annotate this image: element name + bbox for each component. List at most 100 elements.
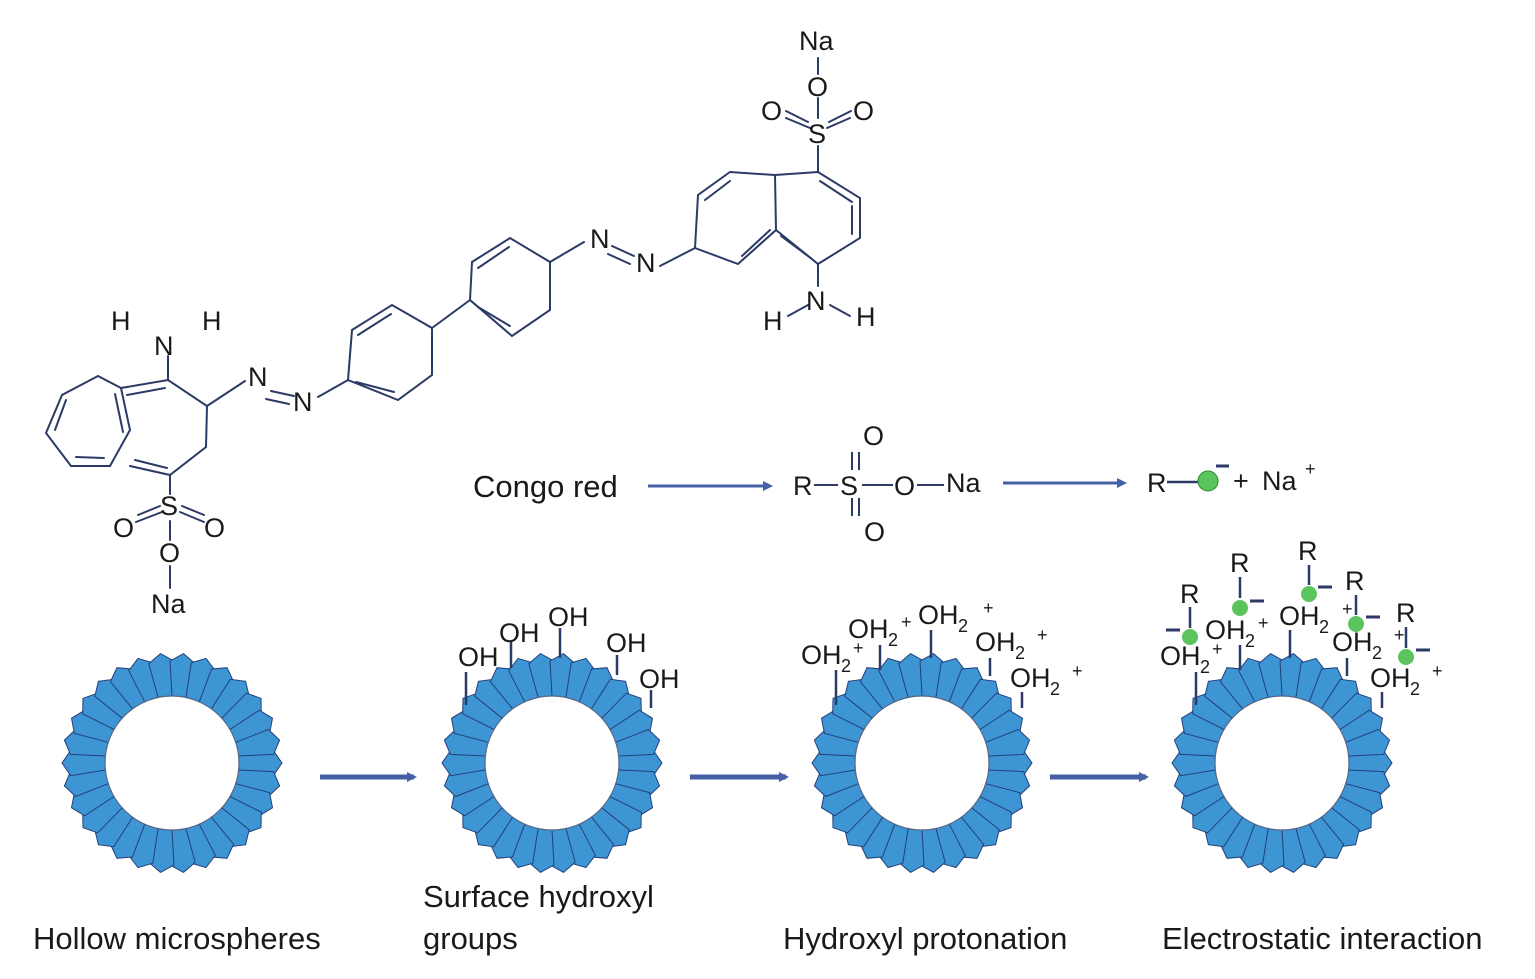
middle-ring-1-double-bonds	[355, 313, 395, 393]
left-benzene-ring	[44, 374, 132, 467]
middle-ring-2-double-bonds	[477, 246, 511, 327]
surface-hydroxyl-groups: OH OH OH OH OH	[458, 602, 680, 708]
oh2-charge: +	[1432, 661, 1443, 681]
oh2-label: OH	[1160, 641, 1201, 671]
r-group: R	[793, 471, 813, 501]
microsphere-1	[61, 652, 283, 874]
oh2-subscript: 2	[1245, 631, 1255, 651]
oh2-plus-group: OH 2 +	[801, 638, 864, 676]
r-group: R	[1180, 579, 1200, 609]
middle-ring-2	[468, 236, 551, 338]
atom-o: O	[853, 96, 874, 126]
oh2-charge: +	[853, 638, 864, 658]
oh2-plus-group: OH 2 +	[848, 612, 912, 650]
oh2-subscript: 2	[1015, 643, 1025, 663]
left-dihydro-double-bonds	[126, 387, 168, 469]
oh2-charge: +	[1072, 661, 1083, 681]
bound-dye-anion: R	[1345, 566, 1380, 632]
hydroxyl-group: OH	[458, 642, 499, 672]
bound-dye-anion: R	[1166, 579, 1200, 645]
oh2-charge: +	[1212, 639, 1223, 659]
atom-h: H	[111, 306, 131, 336]
oh2-subscript: 2	[1319, 617, 1329, 637]
stage-label-electrostatic-interaction: Electrostatic interaction	[1162, 921, 1482, 956]
anion-dot	[1398, 649, 1414, 665]
electrostatic-interaction-groups: OH 2 + OH 2 + OH 2 + OH 2 + OH 2 + R	[1160, 536, 1443, 708]
stage-label-hollow-microspheres: Hollow microspheres	[33, 921, 321, 956]
atom-s: S	[840, 471, 858, 501]
anion-dot	[1348, 616, 1364, 632]
oh2-label: OH	[1205, 615, 1246, 645]
r-group: R	[1230, 548, 1250, 578]
bound-dye-anion: R	[1396, 598, 1430, 665]
anion-dot	[1301, 586, 1317, 602]
atom-n: N	[636, 248, 656, 278]
oh2-label: OH	[801, 640, 842, 670]
oh2-charge: +	[1258, 613, 1269, 633]
hydroxyl-group: OH	[639, 664, 680, 694]
stage-label-surface-hydroxyl: Surface hydroxyl	[423, 879, 654, 914]
sulfonate-anion-dot	[1197, 470, 1219, 492]
microsphere-4	[1171, 652, 1393, 874]
oh2-plus-group: OH 2 +	[1370, 661, 1443, 699]
bound-dye-anion: R	[1298, 536, 1332, 602]
oh2-plus-group: OH 2 +	[918, 598, 994, 636]
microsphere-2	[441, 652, 663, 874]
middle-ring-1	[346, 303, 433, 402]
hollow-core	[484, 695, 620, 831]
right-naphthalene-left-ring-bonds	[704, 180, 771, 257]
atom-na: Na	[799, 26, 834, 56]
hollow-core	[1214, 695, 1350, 831]
oh2-subscript: 2	[1372, 643, 1382, 663]
atom-o: O	[761, 96, 782, 126]
atom-o: O	[894, 471, 915, 501]
stage-label-hydroxyl-protonation: Hydroxyl protonation	[783, 921, 1067, 956]
right-naphthalene-left-ring	[693, 170, 778, 266]
oh2-plus-group: OH 2 +	[1010, 661, 1083, 699]
oh2-charge: +	[1037, 625, 1048, 645]
oh2-label: OH	[1010, 663, 1051, 693]
atom-o: O	[864, 517, 885, 547]
hollow-core	[104, 695, 240, 831]
atom-o: O	[204, 513, 225, 543]
oh2-subscript: 2	[958, 616, 968, 636]
plus-sign: +	[1233, 466, 1249, 496]
hollow-core	[854, 695, 990, 831]
oh2-subscript: 2	[888, 630, 898, 650]
stage-labels: Hollow microspheres Surface hydroxyl gro…	[33, 879, 1482, 956]
oh2-label: OH	[1332, 627, 1373, 657]
hydroxyl-group: OH	[606, 628, 647, 658]
oh2-plus-group: OH 2 +	[1332, 625, 1405, 663]
oh2-plus-group: OH 2 +	[975, 625, 1048, 663]
atom-n: N	[806, 286, 826, 316]
atom-h: H	[856, 302, 876, 332]
left-benzene-inner-bonds	[54, 393, 124, 459]
bound-dye-anion: R	[1230, 548, 1264, 616]
oh2-plus-group: OH 2 +	[1160, 639, 1223, 677]
oh2-plus-group: OH 2 +	[1279, 599, 1353, 637]
oh2-label: OH	[1279, 601, 1320, 631]
oh2-subscript: 2	[1410, 679, 1420, 699]
oh2-label: OH	[1370, 663, 1411, 693]
right-naphthalene-right-ring	[774, 170, 861, 266]
protonated-hydroxyl-groups: OH 2 + OH 2 + OH 2 + OH 2 + OH 2 +	[801, 598, 1083, 708]
microsphere-stages	[61, 652, 1393, 874]
atom-s: S	[808, 119, 826, 149]
r-group: R	[1345, 566, 1365, 596]
atom-o: O	[807, 72, 828, 102]
anion-dot	[1232, 600, 1248, 616]
ionization-reaction: Congo red R S O O O Na R + Na +	[473, 421, 1316, 547]
oh2-label: OH	[848, 614, 889, 644]
hydroxyl-group: OH	[548, 602, 589, 632]
stage-label-surface-hydroxyl-line2: groups	[423, 921, 518, 956]
oh2-subscript: 2	[1200, 657, 1210, 677]
atom-na: Na	[946, 468, 981, 498]
oh2-subscript: 2	[1050, 679, 1060, 699]
r-group: R	[1396, 598, 1416, 628]
atom-n: N	[293, 387, 313, 417]
oh2-charge: +	[1394, 625, 1405, 645]
oh2-charge: +	[983, 598, 994, 618]
r-group: R	[1147, 468, 1167, 498]
atom-h: H	[202, 306, 222, 336]
congo-red-structure	[44, 57, 861, 589]
